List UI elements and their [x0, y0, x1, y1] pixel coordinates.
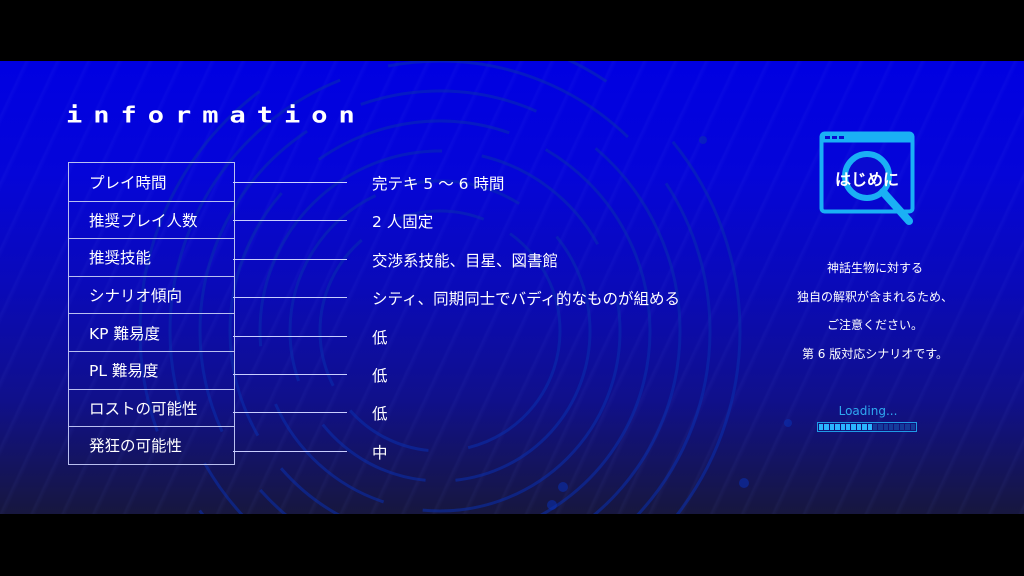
progress-segment	[856, 424, 862, 430]
page-title: information	[66, 103, 366, 129]
info-value: 交渉系技能、目星、図書館	[372, 252, 559, 270]
progress-segment	[840, 424, 845, 430]
progress-segment	[872, 424, 878, 430]
info-value: 低	[372, 367, 388, 385]
fingerprint-circuit-pattern	[138, 61, 792, 514]
info-label: 推奨技能	[69, 238, 234, 276]
progress-segment	[894, 424, 899, 430]
progress-segment	[867, 424, 872, 430]
progress-segment	[845, 424, 851, 430]
info-value: 完テキ 5 〜 6 時間	[372, 175, 505, 193]
info-label: PL 難易度	[69, 350, 234, 389]
connector-line	[233, 336, 347, 337]
connector-line	[233, 451, 347, 452]
info-label: KP 難易度	[69, 313, 234, 351]
connector-line	[233, 412, 347, 413]
progress-segment	[829, 424, 835, 430]
connector-line	[233, 297, 347, 298]
loading-label: Loading...	[838, 404, 898, 418]
progress-segment	[862, 424, 867, 430]
connector-line	[233, 220, 347, 221]
progress-segment	[851, 424, 856, 430]
connector-line	[233, 259, 347, 260]
note-line: ご注意ください。	[826, 318, 923, 332]
progress-segment	[819, 424, 824, 430]
info-value: 中	[372, 444, 388, 462]
info-label: 発狂の可能性	[69, 426, 234, 464]
loading-progress-bar	[817, 422, 917, 432]
info-label: プレイ時間	[89, 173, 167, 192]
info-value: 低	[372, 329, 388, 347]
info-value: 低	[372, 405, 388, 423]
progress-segment	[899, 424, 905, 430]
notes-block: 神話生物に対する 独自の解釈が含まれるため、 ご注意ください。 第 6 版対応シ…	[760, 254, 990, 368]
slide-area: information プレイ時間 推奨プレイ人数 推奨技能 シナリオ傾向 KP…	[0, 61, 1024, 514]
progress-segment	[905, 424, 910, 430]
connector-line	[233, 182, 347, 183]
note-line: 独自の解釈が含まれるため、	[796, 289, 953, 304]
connector-line	[233, 374, 347, 375]
info-value: 2 人固定	[372, 213, 434, 231]
progress-segment	[910, 424, 916, 430]
info-label: ロストの可能性	[69, 388, 234, 427]
progress-segment	[889, 424, 894, 430]
info-value: シティ、同期同士でバディ的なものが組める	[372, 290, 680, 308]
info-label: シナリオ傾向	[69, 275, 234, 314]
progress-segment	[835, 424, 840, 430]
progress-segment	[878, 424, 883, 430]
progress-segment	[883, 424, 889, 430]
intro-label: はじめに	[834, 170, 899, 189]
progress-segment	[824, 424, 829, 430]
note-line: 第 6 版対応シナリオです。	[801, 346, 949, 361]
note-line: 神話生物に対する	[826, 261, 923, 275]
info-table: プレイ時間 推奨プレイ人数 推奨技能 シナリオ傾向 KP 難易度 PL 難易度 …	[68, 162, 235, 465]
info-label: 推奨プレイ人数	[69, 200, 234, 239]
magnifier-window-icon	[819, 131, 915, 225]
